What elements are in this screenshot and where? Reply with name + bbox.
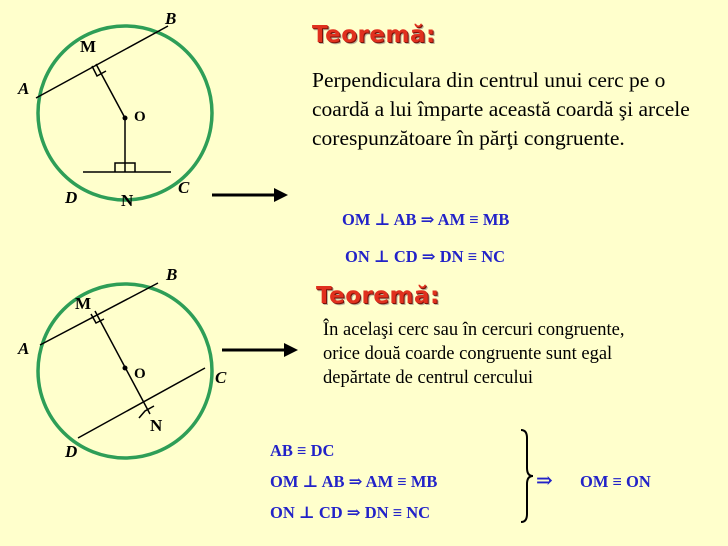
- right-angle-mark-n-2: [138, 405, 155, 419]
- arrow-1: [212, 188, 288, 202]
- arrow-2: [222, 343, 298, 357]
- label-c: C: [178, 178, 190, 197]
- label-d-2: D: [65, 442, 78, 461]
- center-point-o: [122, 115, 128, 121]
- center-point-o-2: [122, 365, 128, 371]
- right-angle-mark-m-2: [90, 313, 105, 324]
- conclusion-om-equals-on: OM ≡ ON: [580, 472, 651, 491]
- chord-ab: [35, 25, 169, 99]
- theorem-1-formula-1: OM ⊥ AB ⇒ AM ≡ MB: [342, 210, 510, 229]
- label-d: D: [65, 188, 78, 207]
- segment-om-2: [94, 310, 151, 415]
- figure-1-circle-diagram: [35, 24, 214, 202]
- chord-dc-2: [77, 367, 206, 439]
- figure-2-circle-diagram: [36, 282, 214, 460]
- brace-bracket: [520, 429, 534, 523]
- label-b-2: B: [166, 265, 178, 284]
- given-om-perpendicular-ab: OM ⊥ AB ⇒ AM ≡ MB: [270, 472, 438, 491]
- right-angle-mark-n1: [114, 162, 125, 172]
- given-on-perpendicular-cd: ON ⊥ CD ⇒ DN ≡ NC: [270, 503, 431, 522]
- theorem-1-text: Perpendiculara din centrul unui cerc pe …: [312, 68, 690, 150]
- label-c-2: C: [215, 368, 227, 387]
- segment-om: [95, 63, 126, 119]
- theorem-2-text: În acelaşi cerc sau în cercuri congruent…: [323, 320, 625, 388]
- label-m-2: M: [75, 294, 92, 313]
- circle-1: [36, 24, 214, 202]
- label-o-2: O: [134, 366, 146, 382]
- label-b: B: [165, 9, 177, 28]
- label-n-2: N: [150, 416, 163, 435]
- theorem-2-title: Teoremă:: [316, 283, 440, 309]
- label-m: M: [80, 37, 97, 56]
- chord-ab-2: [39, 282, 159, 346]
- label-n: N: [121, 191, 134, 210]
- label-o: O: [134, 109, 146, 125]
- label-a-2: A: [18, 339, 30, 358]
- label-a: A: [18, 79, 30, 98]
- theorem-1-title: Teoremă:: [312, 22, 436, 48]
- right-angle-mark-n2: [125, 162, 136, 172]
- theorem-1-formula-2: ON ⊥ CD ⇒ DN ≡ NC: [345, 247, 506, 266]
- given-ab-equals-dc: AB ≡ DC: [270, 441, 335, 460]
- right-angle-mark-m: [91, 65, 107, 78]
- implies-arrow: ⇒: [536, 470, 553, 492]
- circle-2: [36, 282, 214, 460]
